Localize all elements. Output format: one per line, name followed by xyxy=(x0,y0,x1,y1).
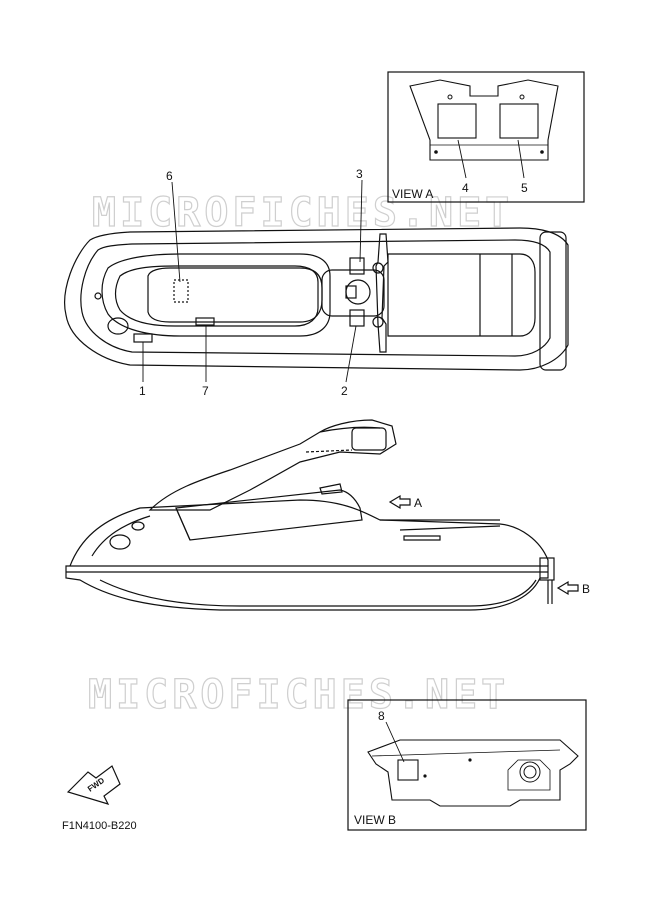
side-view xyxy=(65,419,579,611)
callout-3: 3 xyxy=(356,167,363,181)
label-5-rect xyxy=(499,103,539,139)
callout-7: 7 xyxy=(202,384,209,398)
view-a-title: VIEW A xyxy=(392,187,433,201)
view-a-hull-part xyxy=(409,79,559,161)
view-b-title: VIEW B xyxy=(354,813,396,827)
view-a-pointer-label: A xyxy=(414,496,422,510)
label-8-rect xyxy=(397,759,419,781)
view-b-inset: 8 VIEW B xyxy=(347,699,587,831)
watermark-bottom: MICROFICHES.NET xyxy=(88,672,509,718)
callout-4: 4 xyxy=(462,181,469,195)
callout-6: 6 xyxy=(166,169,173,183)
label-4-rect xyxy=(437,103,477,139)
view-b-hull-part xyxy=(367,739,579,807)
fwd-arrow: FWD xyxy=(66,765,121,805)
callout-5: 5 xyxy=(521,181,528,195)
view-a-inset: 4 5 VIEW A xyxy=(387,71,585,203)
view-a-frame xyxy=(387,71,585,203)
top-view xyxy=(64,227,569,371)
callout-1: 1 xyxy=(139,384,146,398)
view-b-pointer-label: B xyxy=(582,582,590,596)
view-b-frame xyxy=(347,699,587,831)
callout-2: 2 xyxy=(341,384,348,398)
diagram-code: F1N4100-B220 xyxy=(62,820,137,832)
callout-8: 8 xyxy=(378,709,385,723)
fwd-label: FWD xyxy=(86,776,106,794)
